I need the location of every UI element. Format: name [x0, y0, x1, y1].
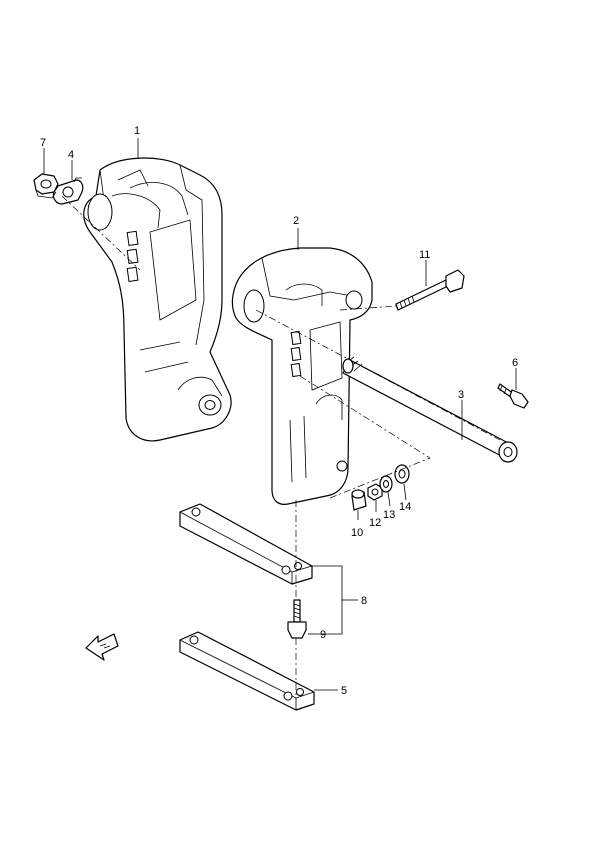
forward-arrow-icon [85, 633, 119, 661]
callout-1: 1 [134, 125, 140, 137]
callout-13: 13 [383, 509, 395, 521]
part-10-bushing [351, 489, 367, 511]
leader-lines [43, 138, 517, 691]
part-12-nut [367, 483, 383, 501]
part-6-bolt [497, 383, 529, 409]
assembly-center-lines [61, 195, 501, 700]
part-8-spacer-plate [179, 503, 313, 585]
callout-8: 8 [361, 595, 367, 607]
callout-4: 4 [68, 149, 74, 161]
part-5-spacer-plate [179, 631, 315, 711]
callout-3: 3 [458, 389, 464, 401]
callout-9: 9 [320, 629, 326, 641]
bracket-2-pivot-hole [243, 289, 265, 323]
part-9-bolt [287, 599, 307, 639]
callout-7: 7 [40, 137, 46, 149]
callout-6: 6 [512, 357, 518, 369]
part-14-washer [394, 464, 410, 484]
callout-2: 2 [293, 215, 299, 227]
part-3-tilt-shaft [342, 356, 518, 463]
callout-5: 5 [341, 685, 347, 697]
callout-12: 12 [369, 517, 381, 529]
bracket-pivot-hole [87, 193, 113, 231]
part-7-nut [33, 173, 59, 199]
callout-14: 14 [399, 501, 411, 513]
callout-labels: 1 2 3 4 5 6 7 8 9 10 11 12 13 14 [40, 125, 518, 697]
callout-10: 10 [351, 527, 363, 539]
callout-11: 11 [419, 249, 430, 261]
part-1-clamp-bracket-left [83, 157, 232, 442]
part-13-washer [379, 475, 393, 493]
part-11-bolt [395, 269, 465, 311]
part-2-clamp-bracket-right [231, 247, 373, 505]
part-4-plate [52, 177, 84, 205]
